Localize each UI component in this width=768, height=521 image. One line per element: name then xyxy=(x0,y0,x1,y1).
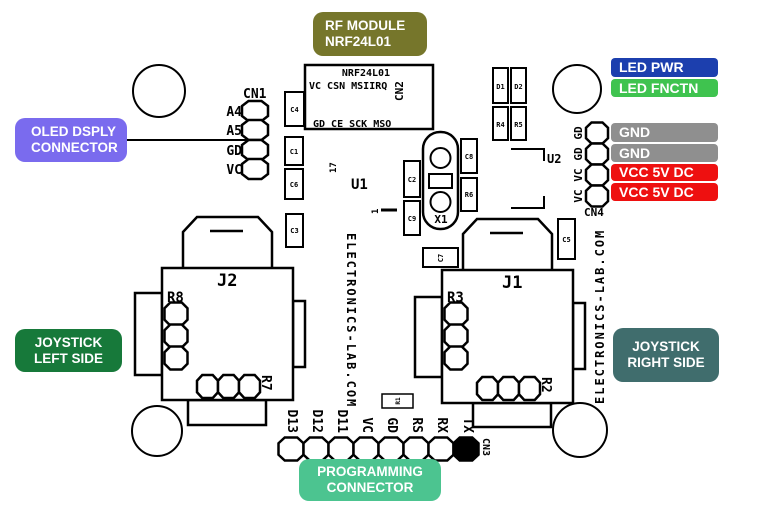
programming-label-line1: PROGRAMMING xyxy=(317,464,423,480)
watermark-center: ELECTRONICS-LAB.COM xyxy=(344,233,358,408)
r7-pads xyxy=(195,373,262,400)
joystick-left-label-line1: JOYSTICK xyxy=(34,334,103,350)
u2-outline xyxy=(511,148,545,209)
r2-pads xyxy=(475,375,542,402)
joystick-right-label: JOYSTICK RIGHT SIDE xyxy=(613,328,719,382)
r1-refdes: R1 xyxy=(395,397,402,405)
c6-refdes: C6 xyxy=(290,181,298,189)
module-part-name: NRF24L01 xyxy=(342,68,390,79)
r3-refdes: R3 xyxy=(447,290,464,306)
u1-pin1: 1 xyxy=(371,209,381,214)
vcc-label-1: VCC 5V DC xyxy=(611,164,718,181)
j2-refdes: J2 xyxy=(217,271,237,291)
gnd-label-1: GND xyxy=(611,123,718,142)
j1-refdes: J1 xyxy=(502,273,522,293)
oled-label-line2: CONNECTOR xyxy=(31,140,118,155)
cn4-pin-gd2: GD xyxy=(572,147,585,161)
prog-pin-gd: GD xyxy=(384,417,399,433)
programming-connector-label: PROGRAMMING CONNECTOR xyxy=(299,459,441,501)
module-pins-bottom: GD CE SCK MSO xyxy=(313,119,391,130)
led-fnctn-label: LED FNCTN xyxy=(611,79,718,97)
r2-refdes: R2 xyxy=(538,377,553,393)
cn1-pin-a5: A5 xyxy=(226,124,242,139)
cn1-pin-a4: A4 xyxy=(226,105,242,120)
oled-label-line1: OLED DSPLY xyxy=(31,124,117,140)
c3-refdes: C3 xyxy=(290,227,298,235)
oled-leader-line xyxy=(127,139,247,141)
gnd-label-2: GND xyxy=(611,144,718,162)
vcc-text-1: VCC 5V DC xyxy=(619,164,694,181)
tx-pad-filled xyxy=(452,436,480,462)
cn1-pads xyxy=(240,99,270,181)
u2-refdes: U2 xyxy=(547,152,561,166)
prog-pin-rs: RS xyxy=(409,417,424,433)
prog-pin-d12: D12 xyxy=(309,410,324,433)
rf-module-label-line2: NRF24L01 xyxy=(325,34,392,49)
prog-pin-d13: D13 xyxy=(284,410,299,433)
passive-components xyxy=(284,67,576,409)
r4-refdes: R4 xyxy=(496,121,504,129)
d2-refdes: D2 xyxy=(514,83,522,91)
r7-refdes: R7 xyxy=(258,375,273,391)
module-refdes-cn2: CN2 xyxy=(393,81,406,101)
crystal-x1-outline xyxy=(421,130,460,231)
r5-refdes: R5 xyxy=(514,121,522,129)
mounting-hole-bottom-right xyxy=(552,402,608,458)
cn1-refdes: CN1 xyxy=(243,87,267,102)
mounting-hole-bottom-left xyxy=(131,405,183,457)
cn4-refdes: CN4 xyxy=(584,206,604,219)
prog-pin-vc: VC xyxy=(359,417,374,433)
led-fnctn-text: LED FNCTN xyxy=(619,79,699,96)
c8-refdes: C8 xyxy=(465,153,473,161)
rf-module-outline xyxy=(303,63,435,131)
programming-header-pads xyxy=(277,436,480,462)
prog-pin-rx: RX xyxy=(434,417,449,433)
c9-refdes: C9 xyxy=(408,215,416,223)
c1-refdes: C1 xyxy=(290,148,298,156)
r8-refdes: R8 xyxy=(167,290,184,306)
gnd-text-1: GND xyxy=(619,124,651,141)
cn4-pin-vc2: VC xyxy=(572,189,585,202)
cn4-pin-gd1: GD xyxy=(572,126,585,140)
x1-refdes: X1 xyxy=(434,213,448,226)
vcc-label-2: VCC 5V DC xyxy=(611,183,718,201)
watermark-right: ELECTRONICS-LAB.COM xyxy=(593,229,607,404)
prog-pin-d11: D11 xyxy=(334,410,349,434)
joystick-left-outline xyxy=(133,215,307,427)
cn4-pin-vc1: VC xyxy=(572,168,585,181)
joystick-right-label-line1: JOYSTICK xyxy=(632,339,700,355)
cn3-refdes: CN3 xyxy=(480,438,491,456)
gnd-text-2: GND xyxy=(619,144,651,161)
c7-refdes: C7 xyxy=(437,254,445,262)
u1-pin17: 17 xyxy=(329,162,339,173)
joystick-left-label: JOYSTICK LEFT SIDE xyxy=(15,329,122,372)
r3-pads xyxy=(443,301,469,371)
joystick-left-label-line2: LEFT SIDE xyxy=(33,350,103,366)
rf-module-label-line1: RF MODULE xyxy=(325,18,406,34)
module-pins-top: VC CSN MSIIRQ xyxy=(309,81,387,92)
c2-refdes: C2 xyxy=(408,176,416,184)
c4-refdes: C4 xyxy=(290,106,298,114)
cn4-pads xyxy=(584,121,610,208)
u1-refdes: U1 xyxy=(351,177,368,193)
led-pwr-text: LED PWR xyxy=(619,59,684,76)
led-pwr-label: LED PWR xyxy=(611,58,718,77)
cn1-pin-gd: GD xyxy=(226,144,242,159)
oled-connector-label: OLED DSPLY CONNECTOR xyxy=(15,118,127,162)
cn1-pin-vc: VC xyxy=(226,163,242,178)
r6-refdes: R6 xyxy=(465,191,473,199)
programming-label-line2: CONNECTOR xyxy=(326,480,414,495)
r8-pads xyxy=(163,301,189,371)
c5-refdes: C5 xyxy=(562,236,570,244)
vcc-text-2: VCC 5V DC xyxy=(619,183,694,200)
rf-module-label: RF MODULE NRF24L01 xyxy=(313,12,427,56)
joystick-right-label-line2: RIGHT SIDE xyxy=(627,355,705,370)
mounting-hole-top-right xyxy=(552,64,602,114)
d1-refdes: D1 xyxy=(496,83,504,91)
prog-pin-tx: TX xyxy=(460,417,475,433)
mounting-hole-top-left xyxy=(132,64,186,118)
